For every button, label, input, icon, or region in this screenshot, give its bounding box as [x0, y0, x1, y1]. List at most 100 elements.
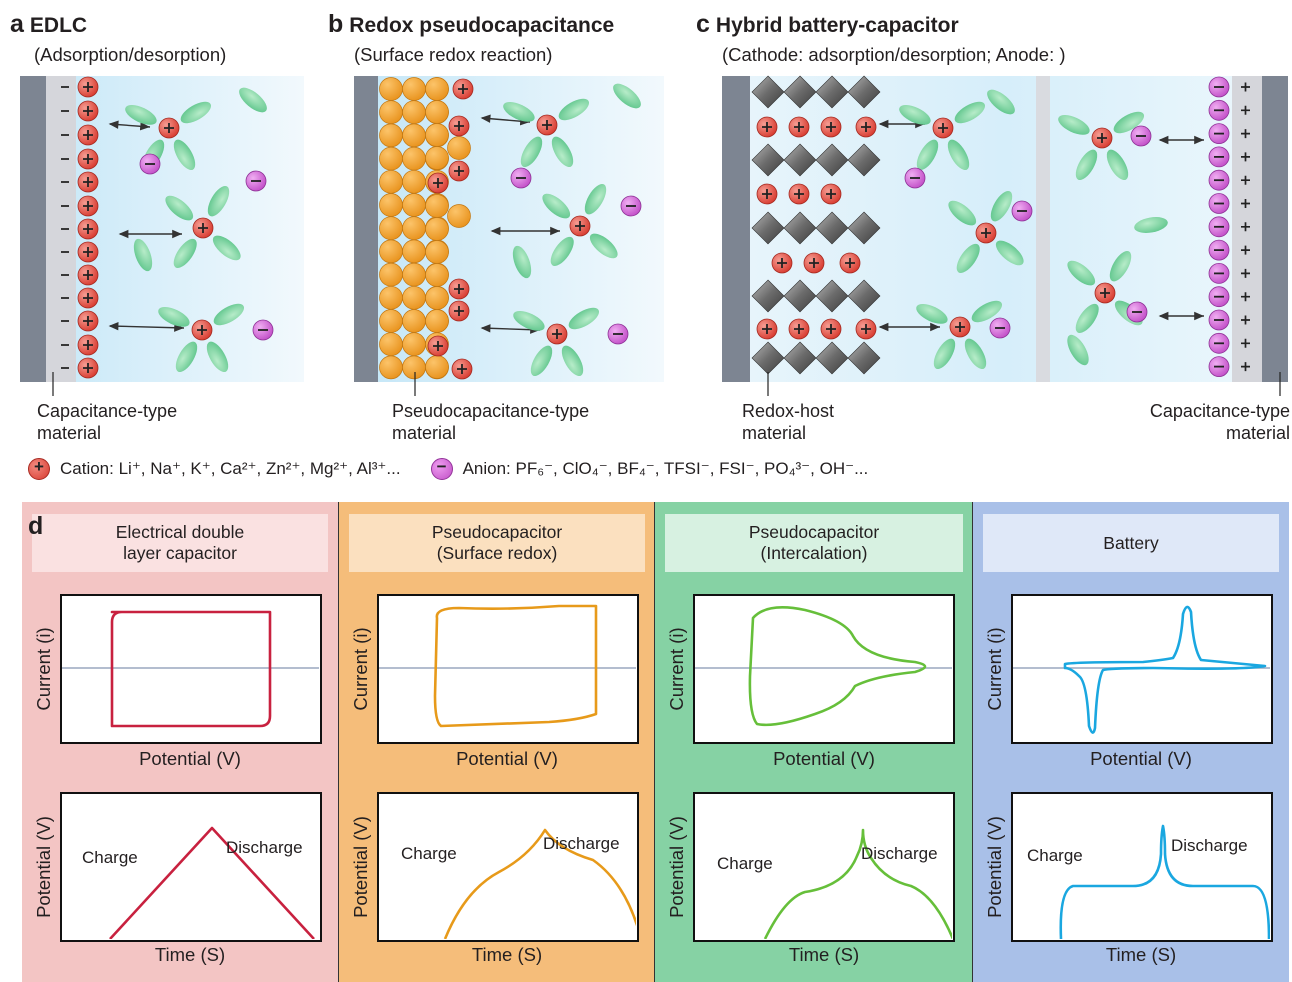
plus-charge: [1241, 292, 1250, 302]
pseudo-particle: [425, 263, 449, 287]
cation-symbol: +: [34, 457, 44, 476]
column-title-line: Pseudocapacitor: [431, 522, 563, 542]
cv-y-label: Current (i): [666, 627, 687, 711]
gcd-curve: [443, 828, 636, 939]
discharge-label: Discharge: [226, 838, 303, 857]
cation-legend: +Cation: Li⁺, Na⁺, K⁺, Ca²⁺, Zn²⁺, Mg²⁺,…: [28, 457, 401, 480]
charge-label: Charge: [401, 844, 457, 863]
charge-label: Charge: [82, 848, 138, 867]
pseudo-particle: [425, 77, 449, 101]
pseudo-particle: [402, 355, 426, 380]
plus-charge: [1241, 245, 1250, 255]
column-title-line: (Intercalation): [760, 543, 868, 563]
pseudo-particle: [379, 355, 403, 380]
panel-c-subtitle: (Cathode: adsorption/desorption; Anode: …: [722, 44, 1066, 65]
cv-plot: [1011, 594, 1273, 744]
gcd-curve-svg: [109, 826, 315, 939]
gcd-x-label: Time (S): [1105, 944, 1177, 965]
panel-b-title-text: Redox pseudocapacitance: [349, 14, 615, 37]
gcd-curve-svg: [443, 828, 636, 939]
pseudo-particle: [425, 217, 449, 241]
anion-legend-text: Anion: PF₆⁻, ClO₄⁻, BF₄⁻, TFSI⁻, FSI⁻, P…: [462, 459, 869, 478]
adsorbed-anion: [1208, 169, 1230, 192]
plus-charge: [1241, 82, 1250, 92]
panel-c-drawing: [722, 75, 1288, 382]
cv-curve-svg: [695, 606, 952, 727]
pseudo-particle: [402, 239, 426, 264]
plus-charge: [1241, 152, 1250, 162]
cv-y-label: Current (i): [984, 627, 1005, 711]
plus-charge: [1241, 175, 1250, 185]
cv-curve-svg: [379, 604, 636, 728]
anion-symbol: −: [436, 457, 447, 476]
column-title: Pseudocapacitor(Surface redox): [349, 514, 645, 572]
gcd-plot: [60, 792, 322, 942]
pseudo-particle: [379, 262, 403, 287]
pseudo-particle: [425, 146, 449, 170]
gcd-y-label: Potential (V): [350, 816, 371, 918]
cv-curve: [1063, 605, 1267, 734]
adsorbed-anion: [1208, 99, 1230, 122]
gcd-y-label: Potential (V): [984, 816, 1005, 918]
plus-charge: [1241, 105, 1250, 115]
discharge-label: Discharge: [861, 844, 938, 863]
pseudo-particle: [379, 146, 403, 171]
adsorbed-anion: [1208, 239, 1230, 262]
pseudo-particle: [425, 240, 449, 264]
plus-charge: [1241, 199, 1250, 208]
ion-legend: +Cation: Li⁺, Na⁺, K⁺, Ca²⁺, Zn²⁺, Mg²⁺,…: [28, 457, 898, 480]
panel-d-column-3: Pseudocapacitor(Intercalation)Potential …: [654, 502, 973, 982]
cv-x-label: Potential (V): [139, 748, 241, 769]
cv-y-label: Current (i): [350, 627, 371, 711]
pseudo-particle: [402, 146, 426, 171]
pseudo-particle: [379, 123, 403, 148]
pseudo-particle: [379, 77, 403, 101]
gcd-curve: [763, 828, 952, 939]
adsorbed-anion: [1208, 145, 1230, 168]
column-title-line: Pseudocapacitor: [748, 522, 880, 542]
pseudo-particle: [379, 285, 403, 310]
pseudo-particle: [402, 77, 426, 101]
pseudo-particle: [379, 216, 403, 241]
positive-charges: [1241, 82, 1250, 372]
panel-d-column-2: Pseudocapacitor(Surface redox) Potential …: [338, 502, 655, 982]
cv-plot: [377, 594, 639, 744]
pseudo-particle: [379, 169, 403, 194]
column-title-line: (Surface redox): [436, 543, 558, 563]
column-title: Battery: [983, 514, 1279, 572]
adsorbed-anion: [1208, 215, 1230, 238]
adsorbed-anion: [1208, 76, 1230, 98]
negative-charges: [61, 86, 69, 369]
panel-a-material-line1: Capacitance-type: [37, 401, 178, 421]
panel-b-letter: b: [328, 10, 344, 38]
cv-y-label: Current (i): [33, 627, 54, 711]
charge-label: Charge: [1027, 846, 1083, 865]
plus-charge: [1241, 129, 1250, 139]
panel-a-material-line2: material: [37, 423, 102, 443]
cv-curve: [748, 606, 927, 727]
pseudo-particle: [425, 100, 449, 124]
column-title-line: Battery: [1103, 532, 1159, 553]
pseudo-particle: [402, 285, 426, 310]
pseudo-particle: [402, 193, 426, 217]
pseudo-particle: [425, 194, 449, 218]
cv-x-label: Potential (V): [456, 748, 558, 769]
pseudo-particle: [425, 309, 449, 333]
column-title: Pseudocapacitor(Intercalation): [665, 514, 963, 572]
panel-c-right-line1: Capacitance-type: [1149, 401, 1290, 421]
plus-charge: [1241, 362, 1250, 372]
panel-c-right-line2: material: [1225, 423, 1290, 443]
pseudo-particle: [425, 286, 449, 310]
panel-a-subtitle: (Adsorption/desorption): [34, 44, 227, 65]
anion-legend: −Anion: PF₆⁻, ClO₄⁻, BF₄⁻, TFSI⁻, FSI⁻, …: [430, 457, 869, 480]
pseudo-particle: [379, 309, 403, 333]
panel-c-left-line1: Redox-host: [742, 401, 835, 421]
panel-c-letter: c: [696, 10, 710, 38]
panel-a-title-text: EDLC: [29, 14, 88, 37]
